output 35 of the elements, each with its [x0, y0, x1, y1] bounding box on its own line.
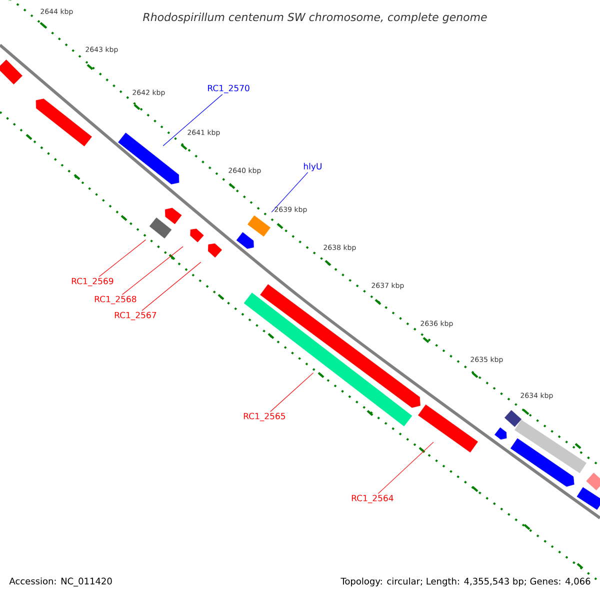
leader-line [142, 262, 202, 311]
gene-bar [494, 427, 507, 440]
gene-bar [208, 243, 222, 258]
gene-label: RC1_2570 [208, 84, 250, 94]
leader-line [162, 94, 223, 146]
gene-bar [514, 420, 586, 474]
gene-bar [244, 292, 412, 426]
gene-bar [164, 208, 182, 224]
leader-line [271, 172, 308, 212]
leader-line [378, 442, 434, 494]
gene-bar [576, 487, 600, 510]
gene-bar [190, 228, 204, 242]
gene-bar [586, 472, 600, 490]
gene-label: RC1_2569 [72, 278, 114, 286]
gene-label: RC1_2567 [114, 312, 156, 320]
gene-bar [118, 132, 180, 184]
gene-bar [260, 284, 420, 408]
gene-label: RC1_2564 [352, 494, 394, 504]
gene-bar [0, 60, 22, 84]
leader-line [122, 246, 184, 295]
gene-bar [248, 215, 270, 237]
gene-label: RC1_2565 [244, 412, 286, 422]
gene-bar [504, 410, 522, 427]
gene-bar [149, 218, 172, 238]
gene-bar [510, 438, 574, 487]
leader-line [270, 372, 314, 412]
footer-text: Accession: NC_011420 [9, 578, 112, 586]
gene-bar [418, 404, 478, 452]
gene-bar [236, 232, 254, 249]
leader-line [98, 239, 146, 277]
title: Rhodospirillum centenum SW chromosome, complete genome [143, 12, 487, 24]
gene-label: RC1_2568 [94, 296, 136, 304]
gene-label: hlyU [304, 162, 322, 172]
footer-text: Topology: circular; Length: 4,355,543 bp; Genes: 4,066 [340, 578, 590, 586]
gene-bar [36, 98, 92, 146]
